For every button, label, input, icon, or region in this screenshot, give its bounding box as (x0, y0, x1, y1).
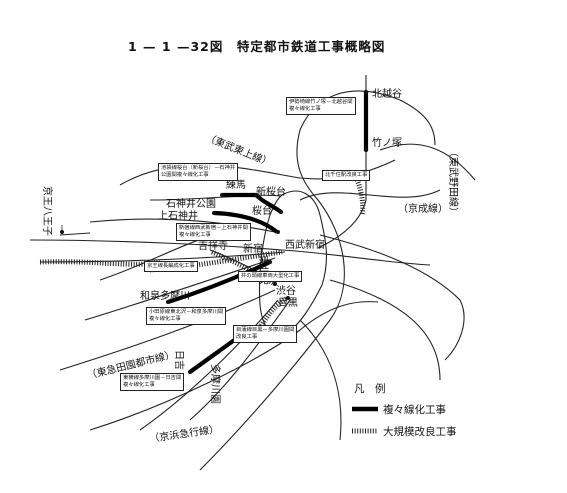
station-dot-nerima (254, 193, 258, 197)
kitasenju-works (352, 173, 366, 216)
east-branch-line-2 (329, 279, 441, 381)
tobu-isesaki-line (317, 75, 367, 249)
station-shibuya: 渋谷 (276, 284, 296, 297)
label-keisei: （京成線） (398, 202, 448, 215)
station-dot-higashi-kitazawa (268, 260, 272, 264)
legend-large-scale: 大規模改良工事 (383, 425, 457, 438)
label-keio-hachioji: 京王八王子 (41, 186, 54, 236)
label-keihin-kyuko: （京浜急行線） (149, 422, 220, 445)
station-sakuradai: 桜台 (252, 204, 272, 217)
ikebukuro-quad (222, 192, 283, 214)
label-tobu-noda: （東武野田線） (447, 147, 460, 217)
station-kitakoshigaya: 北越谷 (372, 87, 402, 100)
south-east-line (299, 319, 342, 441)
station-kichijoji: 吉祥寺 (198, 239, 228, 252)
chuo-line (29, 239, 431, 266)
station-izumi-tamagawa: 和泉多摩川 (140, 289, 190, 302)
station-hiyoshi: 日吉 (173, 350, 185, 370)
station-kami-shakujii: 上石神井 (158, 209, 198, 222)
station-dot-hiyoshi (188, 370, 192, 374)
station-tamagawaen: 多摩川園 (209, 364, 222, 404)
keio-west-line (59, 232, 91, 236)
box-kitasenju: 北千住駅改良工事 (322, 170, 371, 181)
legend-title: 凡 例 (354, 382, 386, 395)
keisei-line (299, 189, 441, 201)
station-dot-shakujii (220, 193, 224, 197)
station-meguro: 目黒 (278, 297, 298, 309)
toyoko-line (139, 299, 279, 431)
station-shinjuku: 新宿 (243, 242, 263, 255)
seibu-shinjuku-line (89, 218, 276, 233)
railway-lines (29, 75, 476, 471)
station-nerima: 練馬 (226, 178, 246, 191)
station-dot-kitakoshigaya (363, 89, 369, 95)
legend: 凡 例 複々線化工事 大規模改良工事 (352, 382, 457, 438)
tokyu-denentoshi-line (59, 289, 276, 371)
outer-arc (199, 90, 436, 471)
figure-title: 1 — 1 —32図 特定都市鉄道工事概略図 (128, 39, 386, 54)
odakyu-line (84, 257, 276, 321)
station-dot-izumi-tamagawa (166, 300, 170, 304)
box-isesaki: 伊勢崎線竹ノ塚－北越谷間複々線化工事 (286, 97, 356, 115)
station-seibu-shinjuku: 西武新宿 (285, 238, 325, 251)
box-ikebukuro: 池袋線桜台（新桜台）－石神井公園間複々線化工事 (158, 163, 239, 181)
shinjuku-line-quad (213, 210, 279, 234)
east-branch-line (319, 234, 465, 361)
station-dot-sakuradai (279, 210, 283, 214)
box-keio: 京王線長編成化工事 (144, 261, 198, 272)
station-shakujii-koen: 石神井公園 (166, 197, 216, 210)
station-dot-kami-shakujii (212, 211, 216, 215)
station-dot-shibuya (273, 282, 277, 286)
station-takenotsuka: 竹ノ塚 (372, 136, 402, 149)
station-markers (60, 89, 369, 374)
meguro-line (189, 299, 291, 421)
legend-quadruple: 複々線化工事 (383, 403, 446, 416)
station-shinsakuradai: 新桜台 (256, 185, 286, 198)
odakyu-quad (167, 260, 271, 305)
station-dot-keio-hachioji (60, 230, 64, 234)
box-shinjuku-line: 新宿線西武新宿－上石神井間複々線化工事 (176, 223, 251, 241)
box-toyoko: 東横線多摩川園－日吉間複々線化工事 (120, 373, 185, 391)
quadruple-tracking-works (167, 92, 369, 374)
tobu-noda-line (379, 143, 476, 181)
box-meguro-line: 目蒲線目黒－多摩川園間改良工事 (233, 325, 298, 343)
station-dot-meguro (286, 296, 290, 300)
station-dot-takenotsuka (363, 147, 369, 153)
box-inokashira: 井の頭線車両大型化工事 (238, 271, 303, 282)
box-odakyu: 小田原線東北沢－和泉多摩川間複々線化工事 (146, 307, 227, 325)
keio-line (39, 251, 286, 263)
meguro-works (255, 295, 290, 332)
station-dot-seibu-shinjuku (276, 230, 280, 234)
